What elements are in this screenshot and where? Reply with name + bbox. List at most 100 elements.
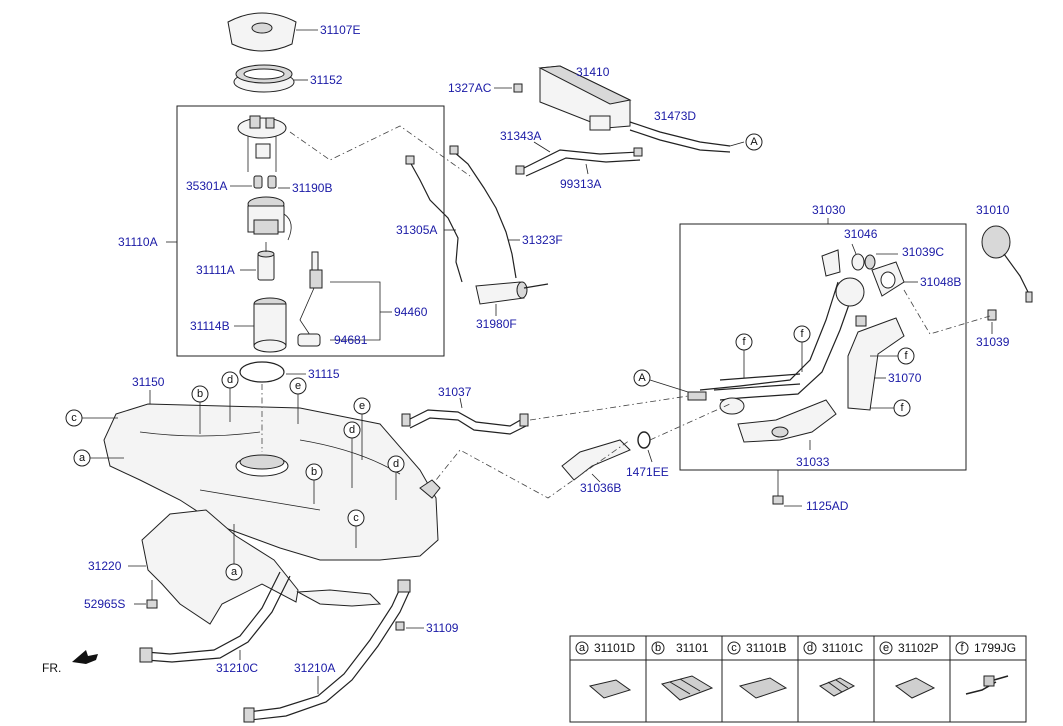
label-31980F: 31980F: [476, 317, 517, 331]
label-31036B: 31036B: [580, 481, 621, 495]
svg-text:c: c: [731, 642, 737, 654]
svg-text:d: d: [807, 642, 813, 654]
svg-text:f: f: [800, 328, 804, 340]
fuel-line-31305A: [405, 155, 463, 283]
label-52965S: 52965S: [84, 597, 125, 611]
label-31110A: 31110A: [118, 235, 158, 249]
label-31030: 31030: [812, 203, 846, 217]
svg-text:d: d: [393, 458, 399, 470]
label-31152: 31152: [310, 73, 343, 87]
fuel-filter-cup: [253, 297, 287, 353]
svg-text:d: d: [227, 374, 233, 386]
legend-part-e: 31102P: [898, 641, 938, 655]
legend-cell-f: f 1799JG: [955, 641, 1016, 695]
label-31039: 31039: [976, 335, 1010, 349]
svg-text:c: c: [71, 412, 77, 424]
filler-housing-parts: [821, 249, 905, 297]
tank-strap-31210A: [243, 579, 411, 723]
filler-pipe: [687, 277, 865, 415]
label-31046: 31046: [844, 227, 878, 241]
bolt-31039: [987, 309, 997, 321]
svg-text:A: A: [638, 372, 646, 384]
pump-module-box: [176, 105, 445, 357]
label-31305A: 31305A: [396, 223, 437, 237]
legend-cell-e: e 31102P: [879, 641, 938, 699]
legend-part-b: 31101: [676, 641, 709, 655]
label-31220: 31220: [88, 559, 122, 573]
label-31114B: 31114B: [190, 319, 230, 333]
legend-part-d: 31101C: [822, 641, 863, 655]
fuel-cap: [981, 225, 1033, 303]
legend-part-a: 31101D: [594, 641, 635, 655]
fuel-sender: [297, 251, 323, 347]
label-35301A: 35301A: [186, 179, 227, 193]
callout-A-top: [745, 133, 763, 151]
label-31410: 31410: [576, 65, 610, 79]
svg-text:b: b: [655, 642, 661, 654]
svg-text:a: a: [79, 452, 86, 464]
label-94681: 94681: [334, 333, 368, 347]
gasket-31115: [239, 361, 285, 383]
svg-text:e: e: [359, 400, 365, 412]
filler-bracket-31070: [847, 315, 905, 411]
inline-fuel-filter: [475, 281, 549, 305]
label-31039C: 31039C: [902, 245, 944, 259]
heat-shield-31220: [141, 509, 382, 625]
label-31323F: 31323F: [522, 233, 563, 247]
label-94460: 94460: [394, 305, 428, 319]
filler-neck-box: [679, 223, 967, 471]
front-direction-label: FR.: [42, 661, 61, 675]
label-99313A: 99313A: [560, 177, 601, 191]
canister: [538, 65, 632, 131]
svg-text:e: e: [295, 380, 301, 392]
lock-ring: [233, 64, 295, 93]
label-31210A: 31210A: [294, 661, 335, 675]
vapor-lines: [515, 147, 643, 177]
vent-hose-31473D: [629, 121, 745, 153]
legend-part-f: 1799JG: [974, 641, 1016, 655]
svg-text:b: b: [197, 388, 203, 400]
fuel-pump: [257, 242, 275, 281]
label-1471EE: 1471EE: [626, 465, 669, 479]
svg-text:f: f: [742, 336, 746, 348]
filler-bracket-31033: [737, 399, 837, 443]
svg-text:b: b: [311, 466, 317, 478]
label-31210C: 31210C: [216, 661, 258, 675]
svg-text:d: d: [349, 424, 355, 436]
pump-retainers: [253, 175, 277, 189]
svg-text:a: a: [231, 566, 238, 578]
legend-table: [569, 635, 1027, 723]
fuel-line-31323F: [449, 145, 517, 279]
svg-text:f: f: [900, 402, 904, 414]
label-31115: 31115: [308, 367, 340, 381]
legend-cell-b: b 31101: [651, 641, 714, 701]
svg-text:f: f: [960, 642, 964, 654]
hose-31036B: [561, 439, 631, 481]
svg-text:c: c: [353, 512, 359, 524]
callout-A-top-letter: A: [750, 136, 758, 148]
label-31190B: 31190B: [292, 181, 332, 195]
label-31343A: 31343A: [500, 129, 541, 143]
tank-strap-31210C: [139, 571, 291, 663]
bolt-1125AD: [772, 470, 784, 505]
bolt-31109: [395, 621, 405, 631]
pump-flange: [237, 115, 287, 172]
label-31033: 31033: [796, 455, 830, 469]
legend-cell-c: c 31101B: [727, 641, 788, 699]
bolt-52965S: [146, 580, 158, 609]
label-31473D: 31473D: [654, 109, 696, 123]
label-31048B: 31048B: [920, 275, 961, 289]
svg-text:e: e: [883, 642, 889, 654]
clamp-1471EE: [637, 431, 651, 449]
label-31111A: 31111A: [196, 263, 235, 277]
label-31150: 31150: [132, 375, 165, 389]
pump-body: [247, 196, 292, 241]
label-31109: 31109: [426, 621, 459, 635]
label-31070: 31070: [888, 371, 922, 385]
front-arrow-icon: [72, 650, 98, 664]
callout-A-mid: [633, 369, 651, 387]
breather-hose-31037: [401, 409, 529, 435]
svg-text:f: f: [904, 350, 908, 362]
legend-cell-a: a 31101D: [575, 641, 635, 699]
